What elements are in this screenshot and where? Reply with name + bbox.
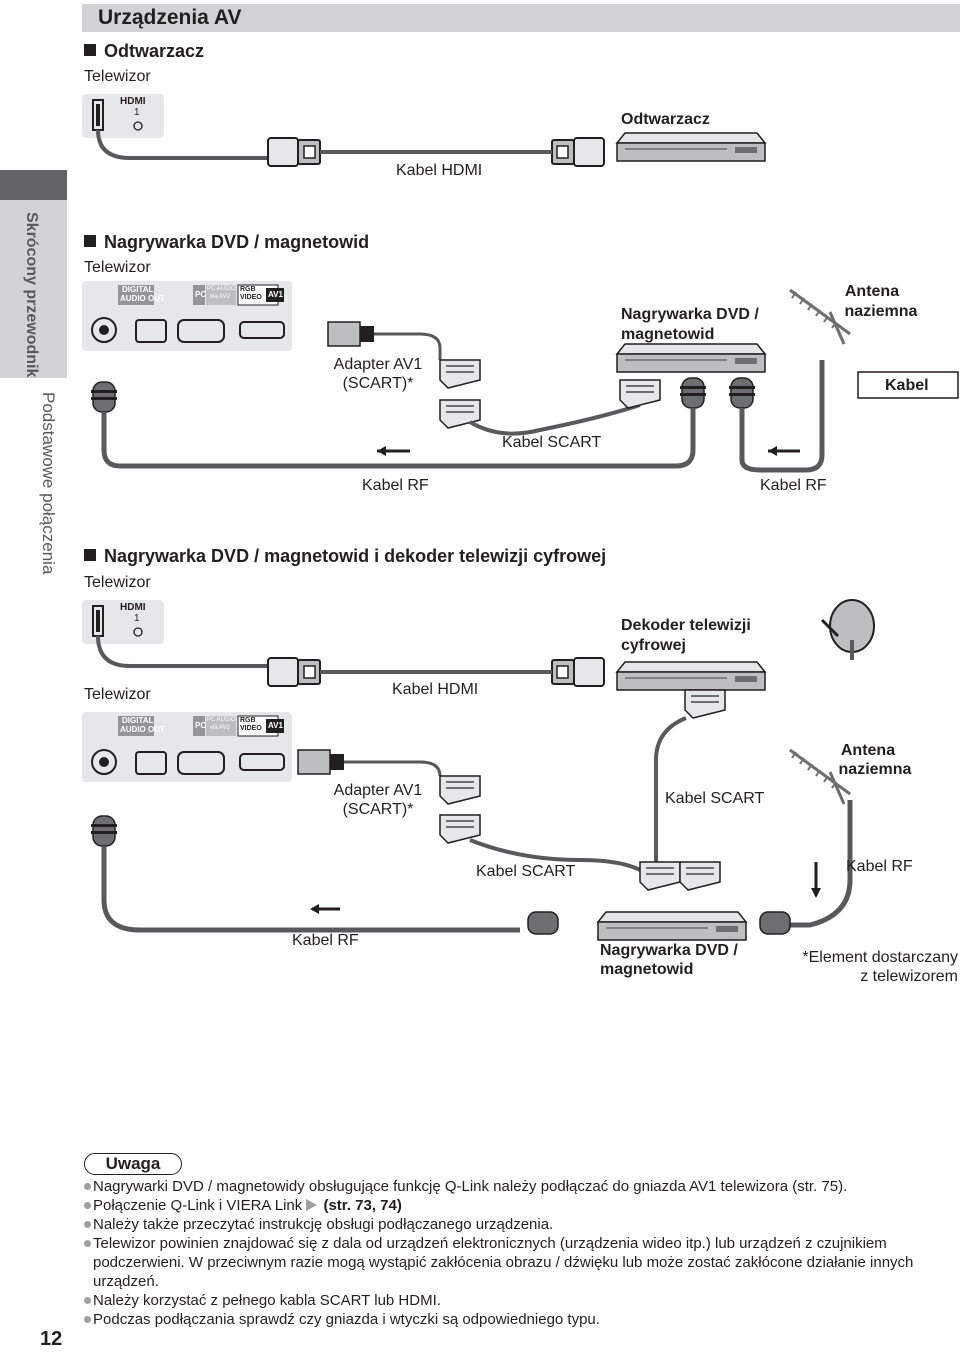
decoder-label-line1: Dekoder telewizji — [621, 617, 751, 634]
page-title: Urządzenia AV — [98, 6, 242, 29]
hdmi-port-number: 1 — [134, 107, 140, 118]
side-tab-marker — [0, 170, 67, 200]
recorder-label-line2: magnetowid — [600, 961, 694, 978]
adapter-label-line1: Adapter AV1 — [333, 782, 423, 799]
panel-video-label: VIDEO — [240, 725, 262, 732]
side-tab-primary: Skrócony przewodnik — [23, 212, 40, 378]
panel-digital-label: DIGITAL — [122, 716, 154, 725]
footnote-line1: *Element dostarczany — [802, 949, 958, 966]
page-number: 12 — [40, 1328, 63, 1350]
recorder-label-line1: Nagrywarka DVD / — [621, 306, 759, 323]
panel-rgb-label: RGB — [240, 286, 256, 293]
rf-cable-label-right: Kabel RF — [846, 858, 913, 875]
panel-pc-audio-label: PC AUDIO — [207, 717, 236, 723]
tv-label: Telewizor — [84, 574, 151, 591]
note-title: Uwaga — [84, 1153, 182, 1175]
note-item: Połączenie Q-Link i VIERA Link (str. 73,… — [84, 1196, 944, 1215]
scart-cable-label-right: Kabel SCART — [665, 790, 765, 807]
tv-label: Telewizor — [84, 68, 151, 85]
hdmi-port-label: HDMI — [120, 602, 146, 613]
panel-av1-label: AV1 — [268, 721, 283, 730]
panel-pc-label: PC — [195, 721, 207, 730]
scart-cable-label: Kabel SCART — [502, 434, 602, 451]
adapter-label-line2: (SCART)* — [342, 801, 414, 818]
section-heading-player: Odtwarzacz — [84, 40, 204, 62]
note-item: Telewizor powinien znajdować się z dala … — [84, 1234, 944, 1291]
hdmi-port-number: 1 — [134, 613, 140, 624]
scart-cable-label-mid: Kabel SCART — [476, 863, 576, 880]
recorder-label-line2: magnetowid — [621, 326, 715, 343]
antenna-label-line1: Antena — [840, 742, 896, 759]
antenna-label-line2: naziemna — [838, 761, 912, 778]
note-list: Nagrywarki DVD / magnetowidy obsługujące… — [84, 1177, 944, 1329]
square-bullet-icon — [84, 549, 96, 561]
panel-audio-out-label: AUDIO OUT — [120, 294, 165, 303]
note-item: Należy korzystać z pełnego kabla SCART l… — [84, 1291, 944, 1310]
panel-audio-out-label: AUDIO OUT — [120, 725, 165, 734]
panel-via-av2-label: via AV2 — [210, 294, 230, 300]
antenna-label-line1: Antena — [844, 283, 900, 300]
square-bullet-icon — [84, 44, 96, 56]
hdmi-cable-label: Kabel HDMI — [396, 162, 483, 179]
hdmi-cable-label: Kabel HDMI — [392, 681, 479, 698]
panel-pc-label: PC — [195, 290, 207, 299]
rf-cable-label-left: Kabel RF — [362, 477, 429, 494]
side-tab: Skrócony przewodnik — [0, 200, 67, 378]
panel-via-av2-label: via AV2 — [210, 725, 230, 731]
panel-av1-label: AV1 — [268, 290, 283, 299]
cable-box-label: Kabel — [885, 377, 929, 394]
panel-video-label: VIDEO — [240, 294, 262, 301]
panel-pc-audio-label: PC AUDIO — [207, 286, 236, 292]
player-label: Odtwarzacz — [621, 111, 710, 128]
antenna-label-line2: naziemna — [844, 303, 918, 320]
rf-cable-label-left: Kabel RF — [292, 932, 359, 949]
adapter-label-line1: Adapter AV1 — [333, 356, 423, 373]
page-reference: (str. 73, 74) — [323, 1197, 402, 1214]
square-bullet-icon — [84, 235, 96, 247]
panel-digital-label: DIGITAL — [122, 285, 154, 294]
hdmi-port-label: HDMI — [120, 96, 146, 107]
tv-label: Telewizor — [84, 259, 151, 276]
arrow-right-icon — [306, 1199, 318, 1211]
note-item: Podczas podłączania sprawdź czy gniazda … — [84, 1310, 944, 1329]
section-heading-recorder: Nagrywarka DVD / magnetowid — [84, 231, 369, 253]
adapter-label-line2: (SCART)* — [342, 375, 414, 392]
note-item: Należy także przeczytać instrukcję obsłu… — [84, 1215, 944, 1234]
section-heading-recorder-decoder: Nagrywarka DVD / magnetowid i dekoder te… — [84, 545, 606, 567]
decoder-label-line2: cyfrowej — [621, 637, 686, 654]
note-item: Nagrywarki DVD / magnetowidy obsługujące… — [84, 1177, 944, 1196]
side-tab-secondary: Podstawowe połączenia — [39, 392, 58, 575]
recorder-label-line1: Nagrywarka DVD / — [600, 942, 738, 959]
rf-cable-label-right: Kabel RF — [760, 477, 827, 494]
tv-label: Telewizor — [84, 686, 151, 703]
header-bar — [82, 4, 960, 32]
footnote-line2: z telewizorem — [860, 968, 958, 985]
panel-rgb-label: RGB — [240, 717, 256, 724]
